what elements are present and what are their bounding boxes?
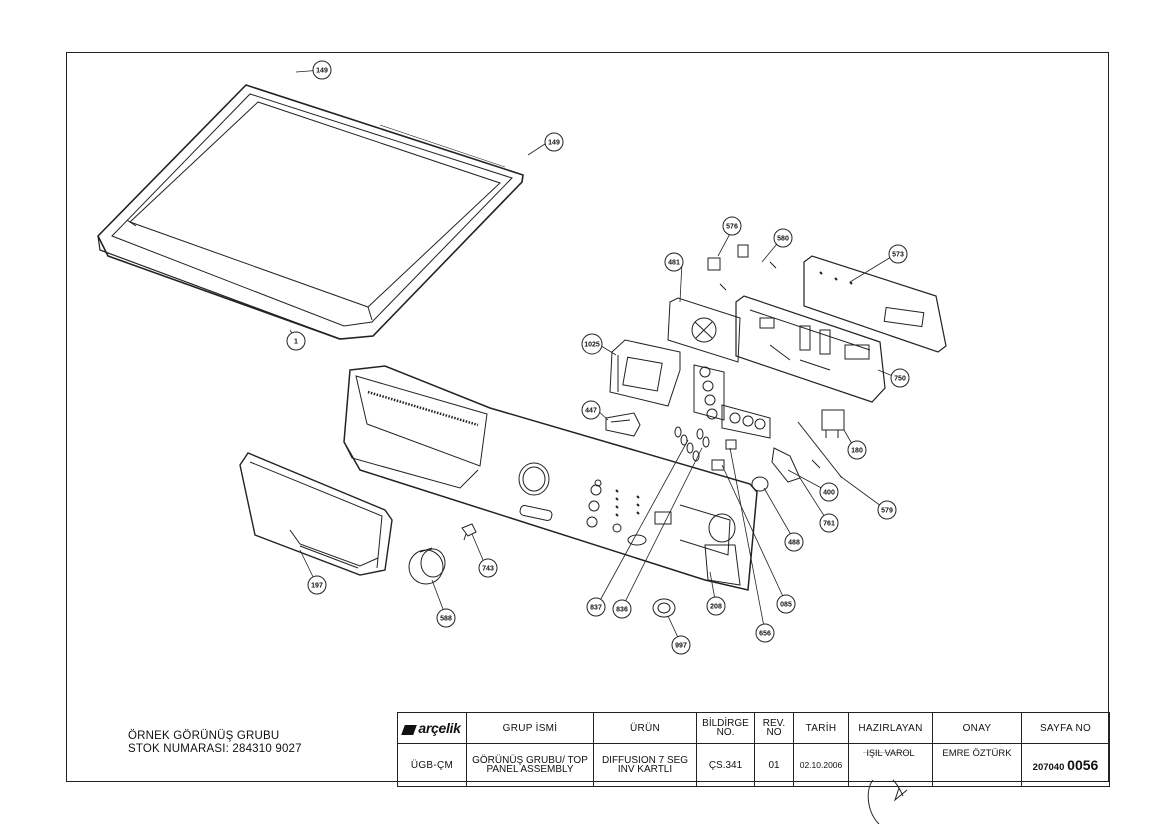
- approval-header: ONAY: [932, 712, 1022, 744]
- svg-text:750: 750: [894, 376, 906, 383]
- svg-text:837: 837: [590, 605, 602, 612]
- callout-bubble: 488: [784, 532, 804, 552]
- group-name-value: GÖRÜNÜŞ GRUBU/ TOP PANEL ASSEMBLY: [466, 743, 594, 787]
- callout-bubble: 761: [819, 513, 839, 533]
- small-parts: [707, 244, 777, 291]
- callout-bubble: 208: [706, 596, 726, 616]
- svg-text:761: 761: [823, 521, 835, 528]
- ring: [652, 598, 676, 618]
- approval-value: EMRE ÖZTÜRK: [932, 743, 1022, 787]
- svg-text:488: 488: [788, 540, 800, 547]
- date-header: TARİH: [793, 712, 849, 744]
- callout-bubble: 180: [847, 440, 867, 460]
- page-no-header: SAYFA NO: [1021, 712, 1110, 744]
- callout-bubble: 400: [819, 482, 839, 502]
- callout-bubble: 588: [436, 608, 456, 628]
- display-module: [711, 404, 771, 471]
- prepared-by-value: IŞIL VAROL: [848, 743, 933, 787]
- svg-text:579: 579: [881, 508, 893, 515]
- callout-bubble: 837: [586, 597, 606, 617]
- signature-mark: [863, 752, 911, 824]
- callout-bubble: 197: [307, 575, 327, 595]
- leader-lines: [289, 69, 899, 645]
- product-value: DIFFUSION 7 SEG INV KARTLI: [593, 743, 697, 787]
- callout-bubble: 573: [888, 244, 908, 264]
- logo-mark-icon: [401, 725, 418, 736]
- svg-text:085: 085: [780, 602, 792, 609]
- page-no-value: 207040 0056: [1021, 743, 1110, 787]
- callout-bubble: 1: [286, 331, 306, 351]
- callout-bubble: 085: [776, 594, 796, 614]
- knob: [408, 547, 446, 585]
- callouts: 149 149 1 576 580 481 573 1025 447 750 1…: [286, 60, 910, 655]
- bracket: [609, 339, 681, 407]
- page-number: 0056: [1067, 757, 1099, 773]
- notice-no-value: ÇS.341: [696, 743, 755, 787]
- svg-text:743: 743: [482, 566, 494, 573]
- prepared-by-header: HAZIRLAYAN: [848, 712, 933, 744]
- rev-no-header: REV. NO: [754, 712, 794, 744]
- svg-text:149: 149: [548, 140, 560, 147]
- callout-bubble: 656: [755, 623, 775, 643]
- clip: [461, 523, 477, 541]
- callout-bubble: 997: [671, 635, 691, 655]
- svg-text:447: 447: [585, 408, 597, 415]
- callout-bubble: 447: [581, 400, 601, 420]
- svg-text:400: 400: [823, 490, 835, 497]
- svg-text:580: 580: [777, 236, 789, 243]
- code-value: ÜGB-ÇM: [397, 743, 467, 787]
- pcb-main: [735, 295, 886, 403]
- stock-number: STOK NUMARASI: 284310 9027: [128, 743, 302, 755]
- callout-bubble: 149: [312, 60, 332, 80]
- drawer-handle: [239, 452, 393, 576]
- misc-parts: [751, 421, 843, 492]
- top-lid: [97, 84, 524, 340]
- buttons: [674, 364, 725, 462]
- svg-text:588: 588: [440, 616, 452, 623]
- date-value: 02.10.2006: [793, 743, 849, 787]
- svg-text:180: 180: [851, 448, 863, 455]
- stock-info: ÖRNEK GÖRÜNÜŞ GRUBU STOK NUMARASI: 28431…: [128, 730, 302, 756]
- title-block: arçelik GRUP İSMİ ÜRÜN BİLDİRGE NO. REV.…: [397, 712, 1110, 787]
- pcb-display: [803, 255, 947, 353]
- notice-no-header: BİLDİRGE NO.: [696, 712, 755, 744]
- stock-group-title: ÖRNEK GÖRÜNÜŞ GRUBU: [128, 730, 280, 742]
- page-prefix: 207040: [1032, 762, 1065, 773]
- svg-text:208: 208: [710, 604, 722, 611]
- rev-no-value: 01: [754, 743, 794, 787]
- svg-text:836: 836: [616, 607, 628, 614]
- callout-bubble: 580: [773, 228, 793, 248]
- callout-bubble: 743: [478, 558, 498, 578]
- svg-text:149: 149: [316, 68, 328, 75]
- product-header: ÜRÜN: [593, 712, 697, 744]
- svg-text:481: 481: [668, 260, 680, 267]
- svg-text:1: 1: [294, 339, 298, 346]
- svg-text:197: 197: [311, 583, 323, 590]
- switch: [821, 409, 845, 438]
- group-name-header: GRUP İSMİ: [466, 712, 594, 744]
- svg-text:573: 573: [892, 252, 904, 259]
- callout-bubble: 1025: [581, 333, 603, 355]
- callout-bubble: 750: [890, 368, 910, 388]
- svg-text:656: 656: [759, 631, 771, 638]
- brand-logo: arçelik: [397, 712, 467, 744]
- callout-bubble: 481: [664, 252, 684, 272]
- callout-bubble: 149: [544, 132, 564, 152]
- board: [667, 297, 741, 363]
- callout-bubble: 836: [612, 599, 632, 619]
- svg-text:576: 576: [726, 224, 738, 231]
- callout-bubble: 576: [722, 216, 742, 236]
- svg-text:997: 997: [675, 643, 687, 650]
- callout-bubble: 579: [877, 500, 897, 520]
- control-panel: [343, 365, 758, 591]
- svg-text:1025: 1025: [584, 342, 600, 349]
- support: [605, 412, 641, 437]
